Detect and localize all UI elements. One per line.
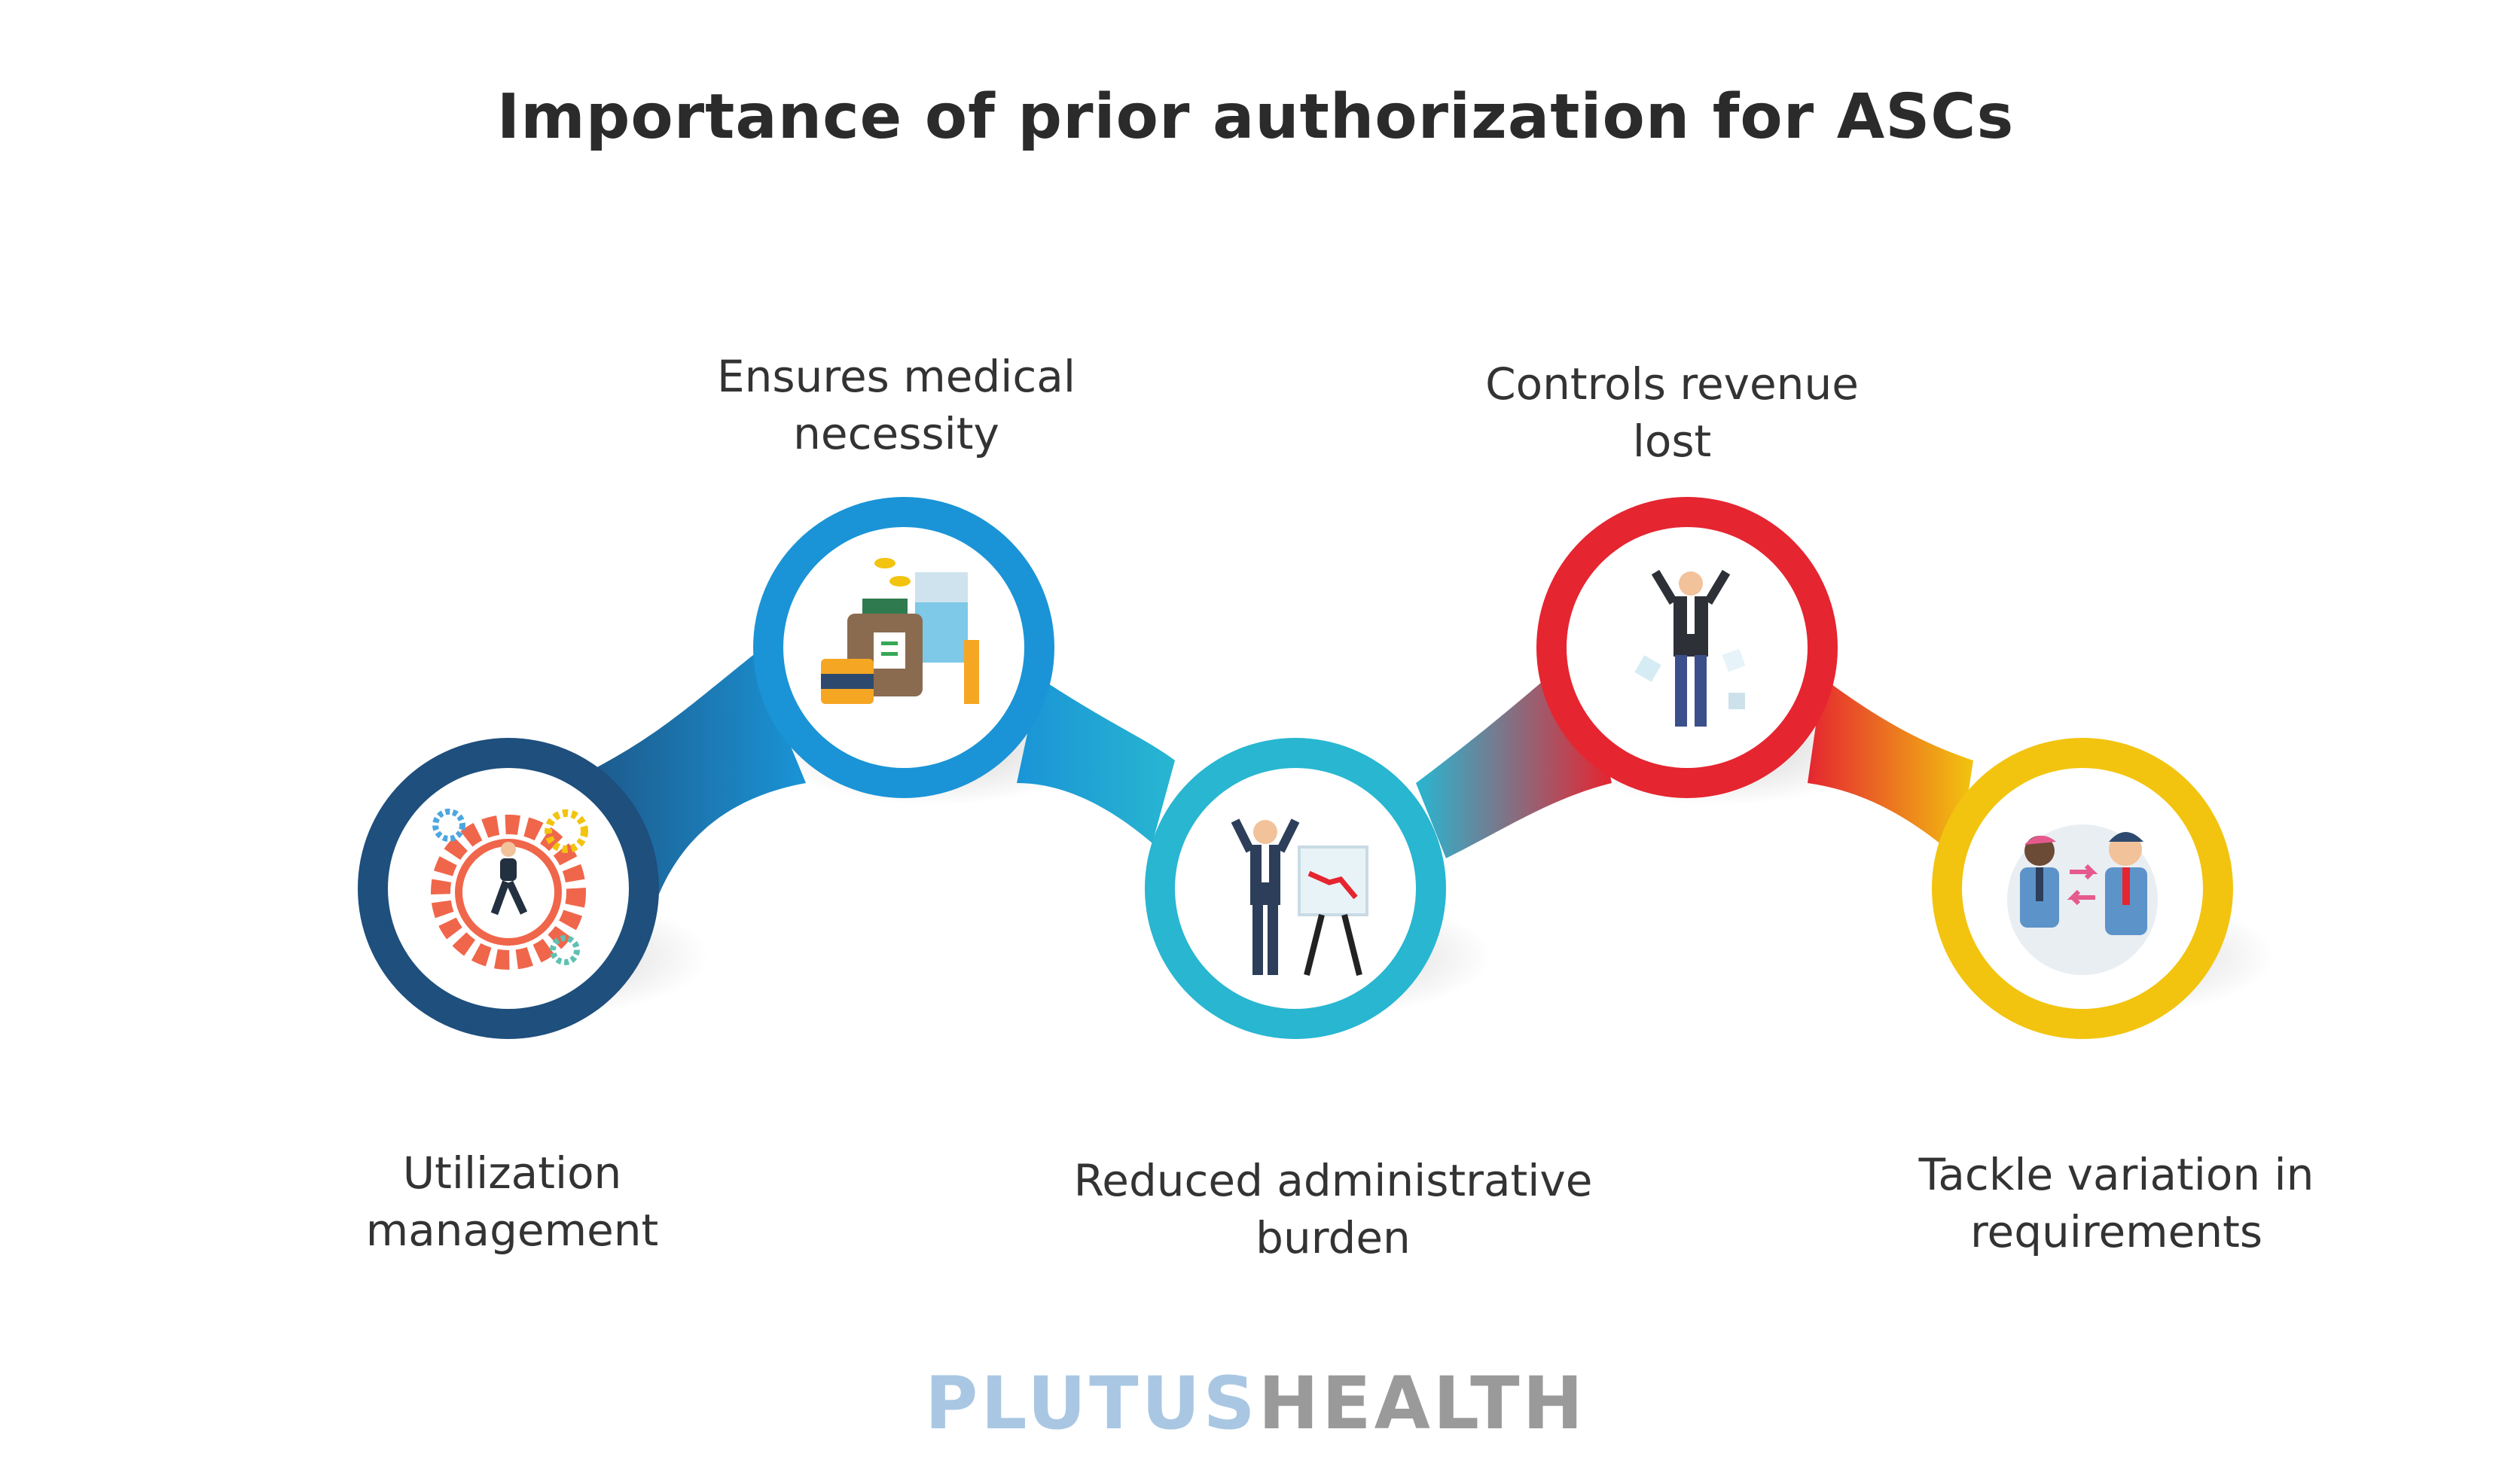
- logo-part-health: HEALTH: [1258, 1361, 1586, 1446]
- two-people-exchange-icon: [2007, 824, 2158, 975]
- gears-runner-icon: [431, 809, 588, 970]
- step-label-line1: Ensures medical: [717, 351, 1075, 402]
- step-label-line1: Tackle variation in: [1918, 1149, 2314, 1200]
- step-label-line2: necessity: [793, 408, 999, 459]
- step-label-medical-necessity: Ensures medical necessity: [663, 348, 1130, 462]
- step-label-variation-requirements: Tackle variation in requirements: [1823, 1146, 2410, 1260]
- stressed-businessman-icon: [1634, 569, 1746, 727]
- page-title: Importance of prior authorization for AS…: [496, 81, 2015, 153]
- step-label-line2: burden: [1256, 1212, 1411, 1263]
- medicine-bottles-icon: [821, 558, 979, 704]
- connector-4-5: [1808, 678, 1973, 858]
- step-label-line1: Utilization: [402, 1147, 622, 1199]
- step-label-line2: requirements: [1969, 1206, 2263, 1257]
- step-label-line2: lost: [1632, 416, 1712, 467]
- step-label-utilization-management: Utilization management: [286, 1144, 738, 1259]
- connector-2-3: [1017, 678, 1175, 843]
- step-label-line1: Reduced administrative: [1073, 1155, 1593, 1206]
- stressed-presenter-icon: [1231, 818, 1368, 976]
- node-3: [1145, 738, 1446, 1039]
- brand-logo: PLUTUSHEALTH: [0, 1361, 2511, 1446]
- step-label-line1: Controls revenue: [1485, 358, 1859, 410]
- step-label-administrative-burden: Reduced administrative burden: [979, 1152, 1687, 1266]
- step-label-revenue-lost: Controls revenue lost: [1431, 355, 1913, 470]
- logo-part-plutus: PLUTUS: [925, 1361, 1259, 1446]
- step-label-line2: management: [365, 1205, 659, 1256]
